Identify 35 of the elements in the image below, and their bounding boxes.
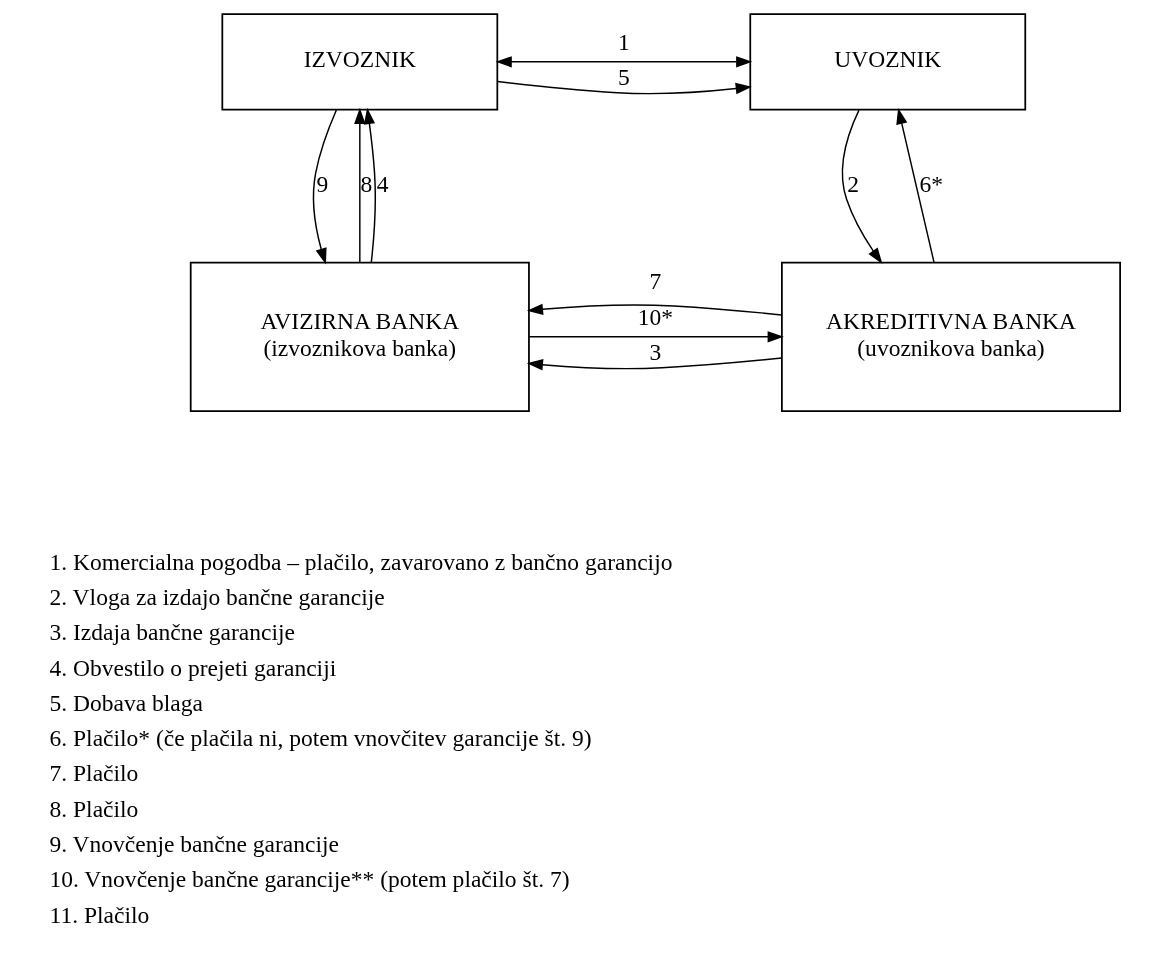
label: 4. Obvestilo o prejeti garanciji xyxy=(49,654,337,681)
label: 9. Vnovčenje bančne garancije xyxy=(49,830,339,857)
label: 8. Plačilo xyxy=(49,795,139,822)
arrow xyxy=(526,303,783,316)
arrow xyxy=(354,107,366,263)
edge-label: 10* xyxy=(637,303,674,330)
arrow xyxy=(363,107,377,263)
edge-label: 5 xyxy=(617,64,630,91)
edge-label: 4 xyxy=(376,170,389,197)
arrow xyxy=(841,109,883,264)
edge-label: 1 xyxy=(617,28,630,55)
edge-label: 6* xyxy=(919,170,943,197)
label: 2. Vloga za izdajo bančne garancije xyxy=(49,583,385,610)
edge-label: 8 xyxy=(360,170,373,197)
node-box: AKREDITIVNA BANKA (uvoznikova banka) xyxy=(781,261,1121,412)
label: 3. Izdaja bančne garancije xyxy=(49,619,295,646)
node-box: IZVOZNIK xyxy=(221,13,499,111)
arrow xyxy=(497,80,752,95)
label: 6. Plačilo* (če plačila ni, potem vnovčitev garancije št. 9) xyxy=(49,725,592,752)
arrow xyxy=(528,331,784,343)
arrow xyxy=(312,109,338,265)
edge-label: 3 xyxy=(649,339,662,366)
arrow xyxy=(526,357,783,371)
edge-label: 7 xyxy=(649,268,662,295)
arrow xyxy=(896,107,935,263)
label: 11. Plačilo xyxy=(49,901,150,928)
edge-label: 9 xyxy=(316,170,329,197)
node-box: UVOZNIK xyxy=(749,13,1027,111)
edge-label: 2 xyxy=(847,170,860,197)
label: 7. Plačilo xyxy=(49,760,139,787)
label: 5. Dobava blaga xyxy=(49,689,203,716)
label: 10. Vnovčenje bančne garancije** (potem plačilo št. 7) xyxy=(49,866,570,893)
label: 1. Komercialna pogodba – plačilo, zavarovano z bančno garancijo xyxy=(49,548,673,575)
node-box: AVIZIRNA BANKA (izvoznikova banka) xyxy=(189,261,530,412)
arrow xyxy=(495,56,753,68)
